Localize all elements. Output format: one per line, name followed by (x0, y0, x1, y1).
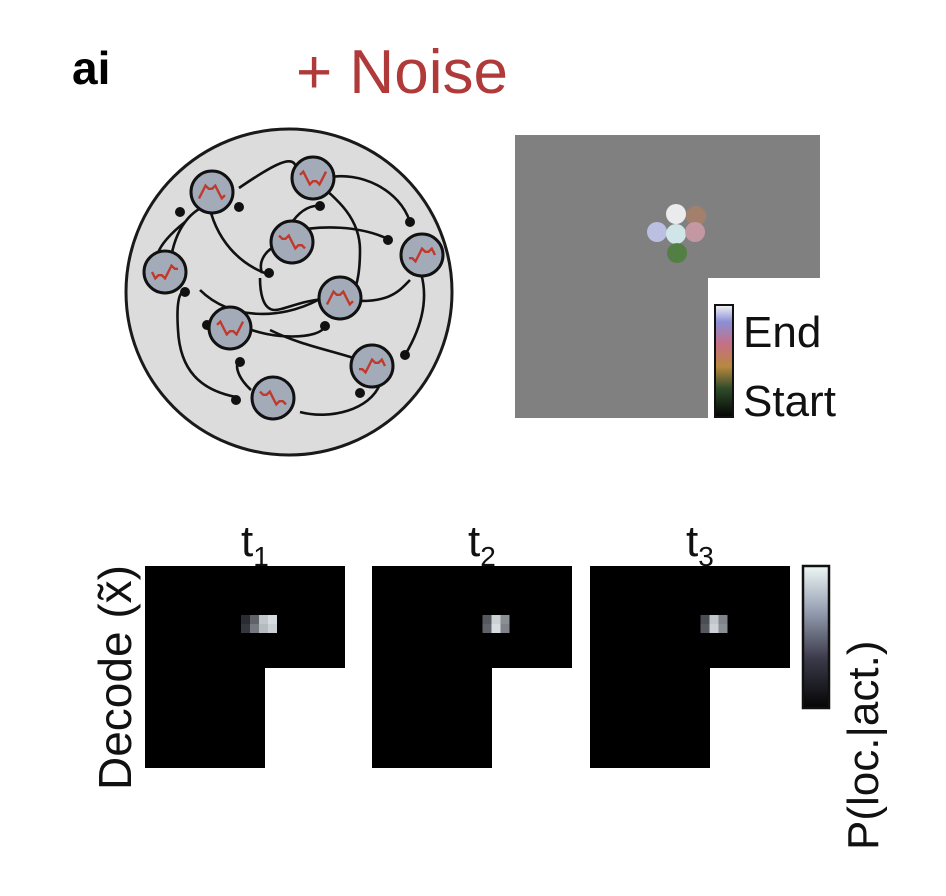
arena-panel: End Start (515, 135, 836, 426)
neuron (207, 305, 253, 351)
heatmap-cell (709, 615, 719, 624)
decode-ylabel: Decode (x̃) (89, 565, 141, 790)
noise-trace (409, 246, 437, 264)
decode-arena (372, 566, 572, 768)
neuron (142, 249, 188, 295)
trajectory-dot (686, 206, 706, 226)
time-label-subscript: 1 (253, 541, 269, 572)
time-label-base: t (241, 517, 253, 566)
trajectory-dot (685, 222, 705, 242)
heatmap-cell (482, 615, 492, 624)
heatmap-cell (268, 615, 277, 624)
noise-trace (325, 289, 354, 307)
heatmap-cell (718, 615, 728, 624)
heatmap-cell (700, 624, 710, 633)
time-label: t1 (241, 517, 269, 572)
neuron (317, 275, 363, 321)
time-label-base: t (468, 517, 480, 566)
trajectory-dot (666, 224, 686, 244)
heatmap-cell (259, 624, 268, 633)
trajectory-dots (647, 204, 706, 263)
time-label: t3 (686, 517, 714, 572)
noise-trace (197, 183, 226, 201)
neuron (290, 155, 336, 201)
time-label-base: t (686, 517, 698, 566)
colorbar-start-label: Start (743, 377, 836, 426)
synapse-endpoints (175, 201, 415, 405)
heatmap-cell (718, 624, 728, 633)
noise-trace (299, 169, 328, 187)
heatmap-cell (250, 624, 259, 633)
heatmap-cell (241, 615, 250, 624)
neuron (269, 219, 315, 265)
trajectory-dot (667, 243, 687, 263)
recurrent-network-diagram (124, 127, 454, 457)
time-label-subscript: 2 (480, 541, 496, 572)
neuron (349, 343, 395, 389)
heatmap-cell (268, 624, 277, 633)
panel-label: ai (72, 42, 110, 94)
noise-trace (278, 233, 306, 251)
neuron (399, 232, 445, 278)
heatmap-cell (500, 624, 510, 633)
colorbar-end-label: End (743, 308, 821, 357)
neuron-group (142, 155, 445, 421)
arena-shape (515, 135, 820, 418)
neuron (189, 169, 235, 215)
probability-colorbar-label: P(loc.|act.) (839, 641, 888, 850)
probability-colorbar (801, 564, 831, 710)
heatmap-cell (491, 615, 501, 624)
neuron (250, 375, 296, 421)
trajectory-dot (647, 222, 667, 242)
heatmap-cell (241, 624, 250, 633)
figure-title: + Noise (296, 38, 508, 107)
heatmap-cell (500, 615, 510, 624)
decode-arena (145, 566, 345, 768)
decode-panel: t2 (372, 517, 572, 768)
time-colorbar (714, 304, 734, 418)
noise-trace (359, 357, 387, 375)
heatmap-cell (709, 624, 719, 633)
decode-arena (590, 566, 790, 768)
trajectory-dot (666, 204, 686, 224)
decode-panel: t3 (590, 517, 790, 768)
decode-panel: t1 (145, 517, 345, 768)
time-label-subscript: 3 (698, 541, 714, 572)
time-label: t2 (468, 517, 496, 572)
noise-trace (216, 319, 245, 337)
noise-trace (150, 263, 178, 281)
noise-trace (259, 389, 287, 407)
heatmap-cell (259, 615, 268, 624)
heatmap-cell (250, 615, 259, 624)
heatmap-cell (700, 615, 710, 624)
heatmap-cell (482, 624, 492, 633)
heatmap-cell (491, 624, 501, 633)
